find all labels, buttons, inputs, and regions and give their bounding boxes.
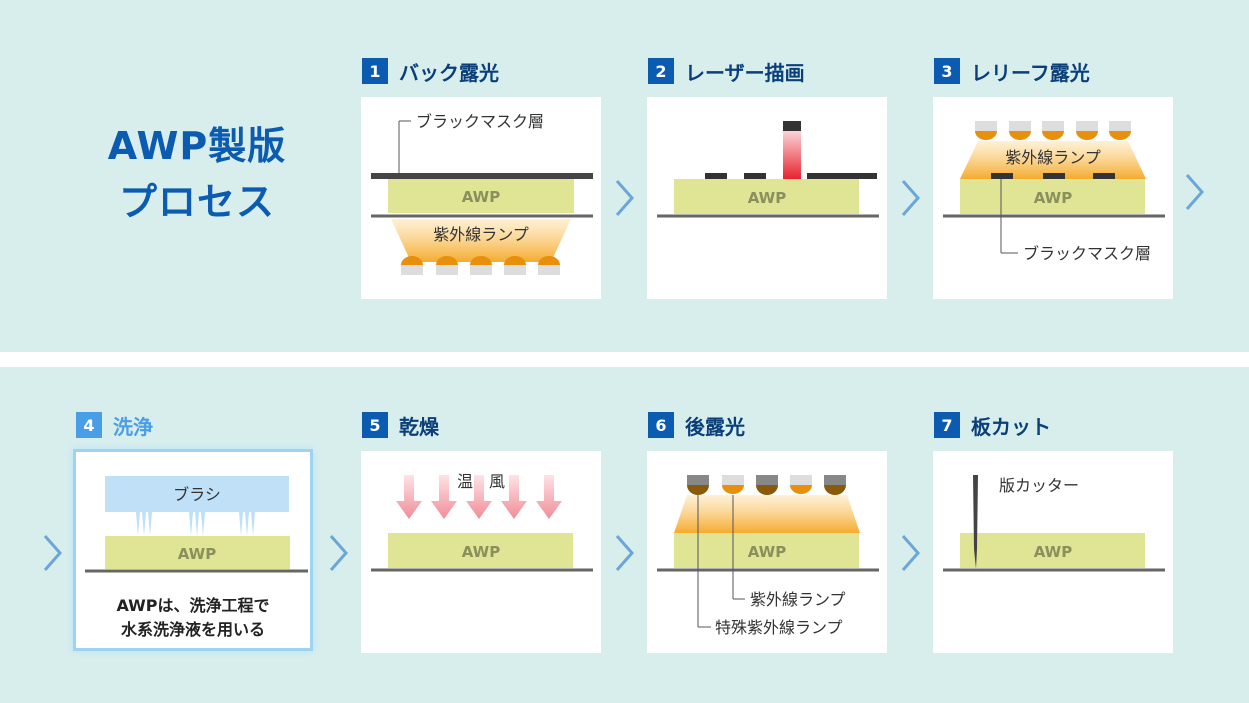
step-1-lamp-label: 紫外線ランプ — [433, 225, 529, 244]
step-3-awp-label: AWP — [1034, 189, 1072, 207]
step-6-panel: AWP 紫外線ランプ 特殊紫外線ランプ — [647, 451, 887, 653]
step-2-panel: AWP — [647, 97, 887, 299]
mask-segment — [744, 173, 766, 179]
step-4-note-line2: 水系洗浄液を用いる — [120, 620, 265, 639]
uv-glow — [960, 141, 1146, 179]
brush-head — [105, 476, 289, 512]
black-mask-layer — [371, 173, 593, 179]
awp-plate — [960, 533, 1145, 568]
lamp-array — [975, 121, 1131, 140]
step-4-title: 洗浄 — [113, 414, 153, 439]
chevron-right-icon — [42, 533, 64, 573]
step-4-panel: ブラシ AWP AWPは、洗浄工程で 水系洗浄液を用いる — [73, 449, 313, 651]
band-divider — [0, 352, 1249, 367]
mask-segment — [807, 173, 877, 179]
mask-segment — [991, 173, 1013, 179]
step-6-lamp-label: 紫外線ランプ — [750, 590, 846, 609]
step-5-wind-label: 温 風 — [457, 472, 505, 491]
step-1-awp-label: AWP — [462, 188, 500, 206]
step-2-awp-label: AWP — [748, 189, 786, 207]
step-4-number: 4 — [76, 412, 102, 438]
plate-cutter-blade — [973, 475, 978, 569]
page-title-line2: プロセス — [118, 180, 275, 224]
awp-plate — [960, 179, 1145, 214]
chevron-right-icon — [614, 178, 636, 218]
uv-glow — [674, 495, 860, 533]
chevron-right-icon — [614, 533, 636, 573]
chevron-right-icon — [1184, 172, 1206, 212]
step-4-brush-label: ブラシ — [173, 485, 221, 504]
step-6-number: 6 — [648, 412, 674, 438]
step-2-header: 2 レーザー描画 — [648, 58, 805, 85]
awp-plate — [105, 536, 290, 569]
step-3-mask-label: ブラックマスク層 — [1023, 244, 1151, 263]
step-5-panel: 温 風 AWP — [361, 451, 601, 653]
step-1-panel: ブラックマスク層 AWP 紫外線ランプ — [361, 97, 601, 299]
step-6-special-lamp-label: 特殊紫外線ランプ — [715, 618, 843, 637]
step-3-number: 3 — [934, 58, 960, 84]
uv-glow — [391, 219, 571, 262]
laser-head — [783, 121, 801, 131]
step-4-note: AWPは、洗浄工程で 水系洗浄液を用いる — [76, 594, 310, 642]
step-2-title: レーザー描画 — [685, 60, 805, 85]
step-2-number: 2 — [648, 58, 674, 84]
brush-bristles — [136, 512, 255, 536]
step-5-header: 5 乾燥 — [362, 412, 439, 439]
lamp-array — [401, 256, 560, 275]
step-3-header: 3 レリーフ露光 — [934, 58, 1090, 85]
chevron-right-icon — [900, 178, 922, 218]
step-1-header: 1 バック露光 — [362, 58, 499, 85]
laser-beam — [783, 131, 801, 179]
step-1-mask-label: ブラックマスク層 — [416, 112, 544, 131]
awp-plate — [388, 179, 574, 213]
step-6-title: 後露光 — [685, 414, 745, 439]
mask-segment — [1043, 173, 1065, 179]
step-6-header: 6 後露光 — [648, 412, 745, 439]
step-7-title: 板カット — [971, 414, 1051, 439]
step-6-awp-label: AWP — [748, 543, 786, 561]
awp-plate — [674, 533, 859, 568]
page-title: AWP製版 プロセス — [72, 118, 322, 230]
step-7-awp-label: AWP — [1034, 543, 1072, 561]
step-1-number: 1 — [362, 58, 388, 84]
step-7-header: 7 板カット — [934, 412, 1051, 439]
step-1-title: バック露光 — [399, 60, 499, 85]
mask-segment — [705, 173, 727, 179]
lamp-array — [687, 475, 846, 495]
step-3-title: レリーフ露光 — [971, 60, 1090, 85]
mask-segment — [1093, 173, 1115, 179]
step-7-panel: AWP 版カッター — [933, 451, 1173, 653]
chevron-right-icon — [900, 533, 922, 573]
step-5-number: 5 — [362, 412, 388, 438]
chevron-right-icon — [328, 533, 350, 573]
step-5-title: 乾燥 — [399, 414, 439, 439]
step-4-awp-label: AWP — [178, 545, 216, 563]
step-4-note-line1: AWPは、洗浄工程で — [116, 596, 270, 615]
page-title-line1: AWP製版 — [107, 124, 287, 168]
step-7-number: 7 — [934, 412, 960, 438]
step-3-lamp-label: 紫外線ランプ — [1005, 148, 1101, 167]
warm-air-arrows — [396, 475, 562, 519]
step-5-awp-label: AWP — [462, 543, 500, 561]
step-7-cutter-label: 版カッター — [999, 476, 1079, 495]
awp-plate — [388, 533, 573, 568]
step-3-panel: 紫外線ランプ AWP ブラックマスク層 — [933, 97, 1173, 299]
step-4-header: 4 洗浄 — [76, 412, 153, 439]
awp-plate — [674, 179, 859, 214]
